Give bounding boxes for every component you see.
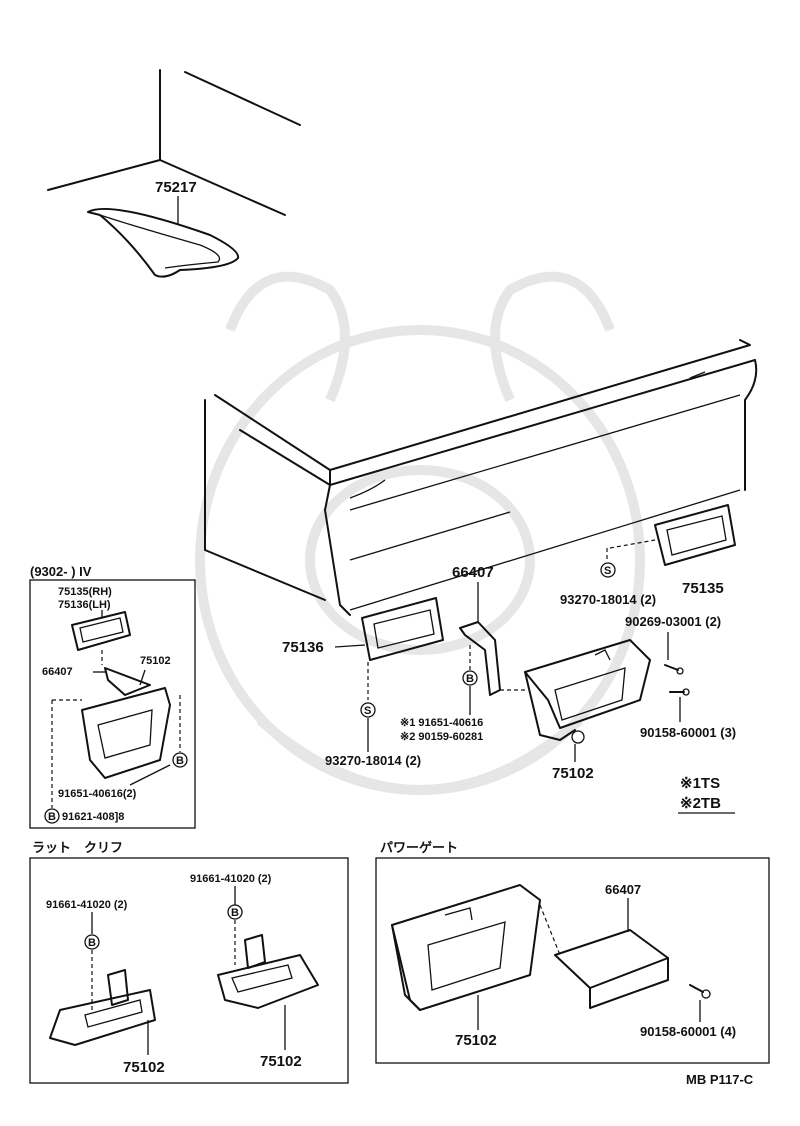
inset-iv-66407: 66407 (42, 666, 73, 678)
power-66407: 66407 (605, 882, 641, 897)
label-90269: 90269-03001 (2) (625, 614, 721, 629)
rattle-right-bolt: 91661-41020 (2) (190, 873, 272, 885)
inset-rattle-frame (29, 857, 349, 1084)
rattle-left-part: 75102 (123, 1059, 165, 1076)
inset-iv-title: (9302- ) IV (30, 564, 92, 579)
inset-iv-75136: 75136(LH) (58, 599, 111, 611)
lamp-75135 (654, 504, 736, 566)
label-93270-right: 93270-18014 (2) (560, 592, 656, 607)
bracket-66407 (459, 621, 501, 696)
room-corner (47, 69, 301, 216)
svg-text:B: B (231, 907, 239, 919)
truck-bed (204, 339, 758, 616)
lamp-75136 (361, 597, 444, 661)
key-tb: ※2TB (680, 795, 721, 812)
inset-iv-lamp (71, 610, 131, 665)
inset-iv-75135: 75135(RH) (58, 586, 112, 598)
power-screw (689, 984, 711, 1022)
label-75102: 75102 (552, 765, 594, 782)
key-ts: ※1TS (680, 775, 720, 792)
rattle-left-bracket (49, 969, 156, 1046)
rattle-right-part: 75102 (260, 1053, 302, 1070)
inset-rattle-title: ラット クリフ (32, 840, 123, 855)
housing-75102 (500, 639, 651, 744)
inset-iv-housing (51, 667, 181, 808)
inset-power-title: パワーゲート (380, 840, 458, 855)
inset-iv-b-bolt: 91621-408]8 (62, 811, 124, 823)
svg-text:B: B (48, 811, 56, 823)
label-90158: 90158-60001 (3) (640, 725, 736, 740)
label-93270-left: 93270-18014 (2) (325, 753, 421, 768)
label-75136: 75136 (282, 639, 324, 656)
inset-iv-bolt: 91651-40616(2) (58, 788, 137, 800)
inset-power-frame (375, 857, 770, 1064)
svg-text:B: B (466, 673, 474, 685)
power-bolt: 90158-60001 (4) (640, 1024, 736, 1039)
power-75102: 75102 (455, 1032, 497, 1049)
svg-text:B: B (88, 937, 96, 949)
inset-iv-frame (29, 579, 196, 829)
svg-text:S: S (364, 705, 371, 717)
screws-right (664, 632, 690, 722)
diagram-code: MB P117-C (686, 1072, 754, 1087)
rattle-left-bolt: 91661-41020 (2) (46, 899, 128, 911)
seal-75217 (87, 196, 240, 278)
watermark (195, 271, 645, 795)
rattle-right-bracket (217, 934, 319, 1009)
power-bracket (539, 904, 669, 1009)
label-alt2: ※2 90159-60281 (400, 731, 483, 743)
svg-text:S: S (604, 565, 611, 577)
power-housing (391, 884, 541, 1011)
label-alt1: ※1 91651-40616 (400, 717, 483, 729)
label-75217: 75217 (155, 179, 197, 196)
label-75135: 75135 (682, 580, 724, 597)
svg-text:B: B (176, 755, 184, 767)
label-66407: 66407 (452, 564, 494, 581)
inset-iv-75102: 75102 (140, 655, 171, 667)
